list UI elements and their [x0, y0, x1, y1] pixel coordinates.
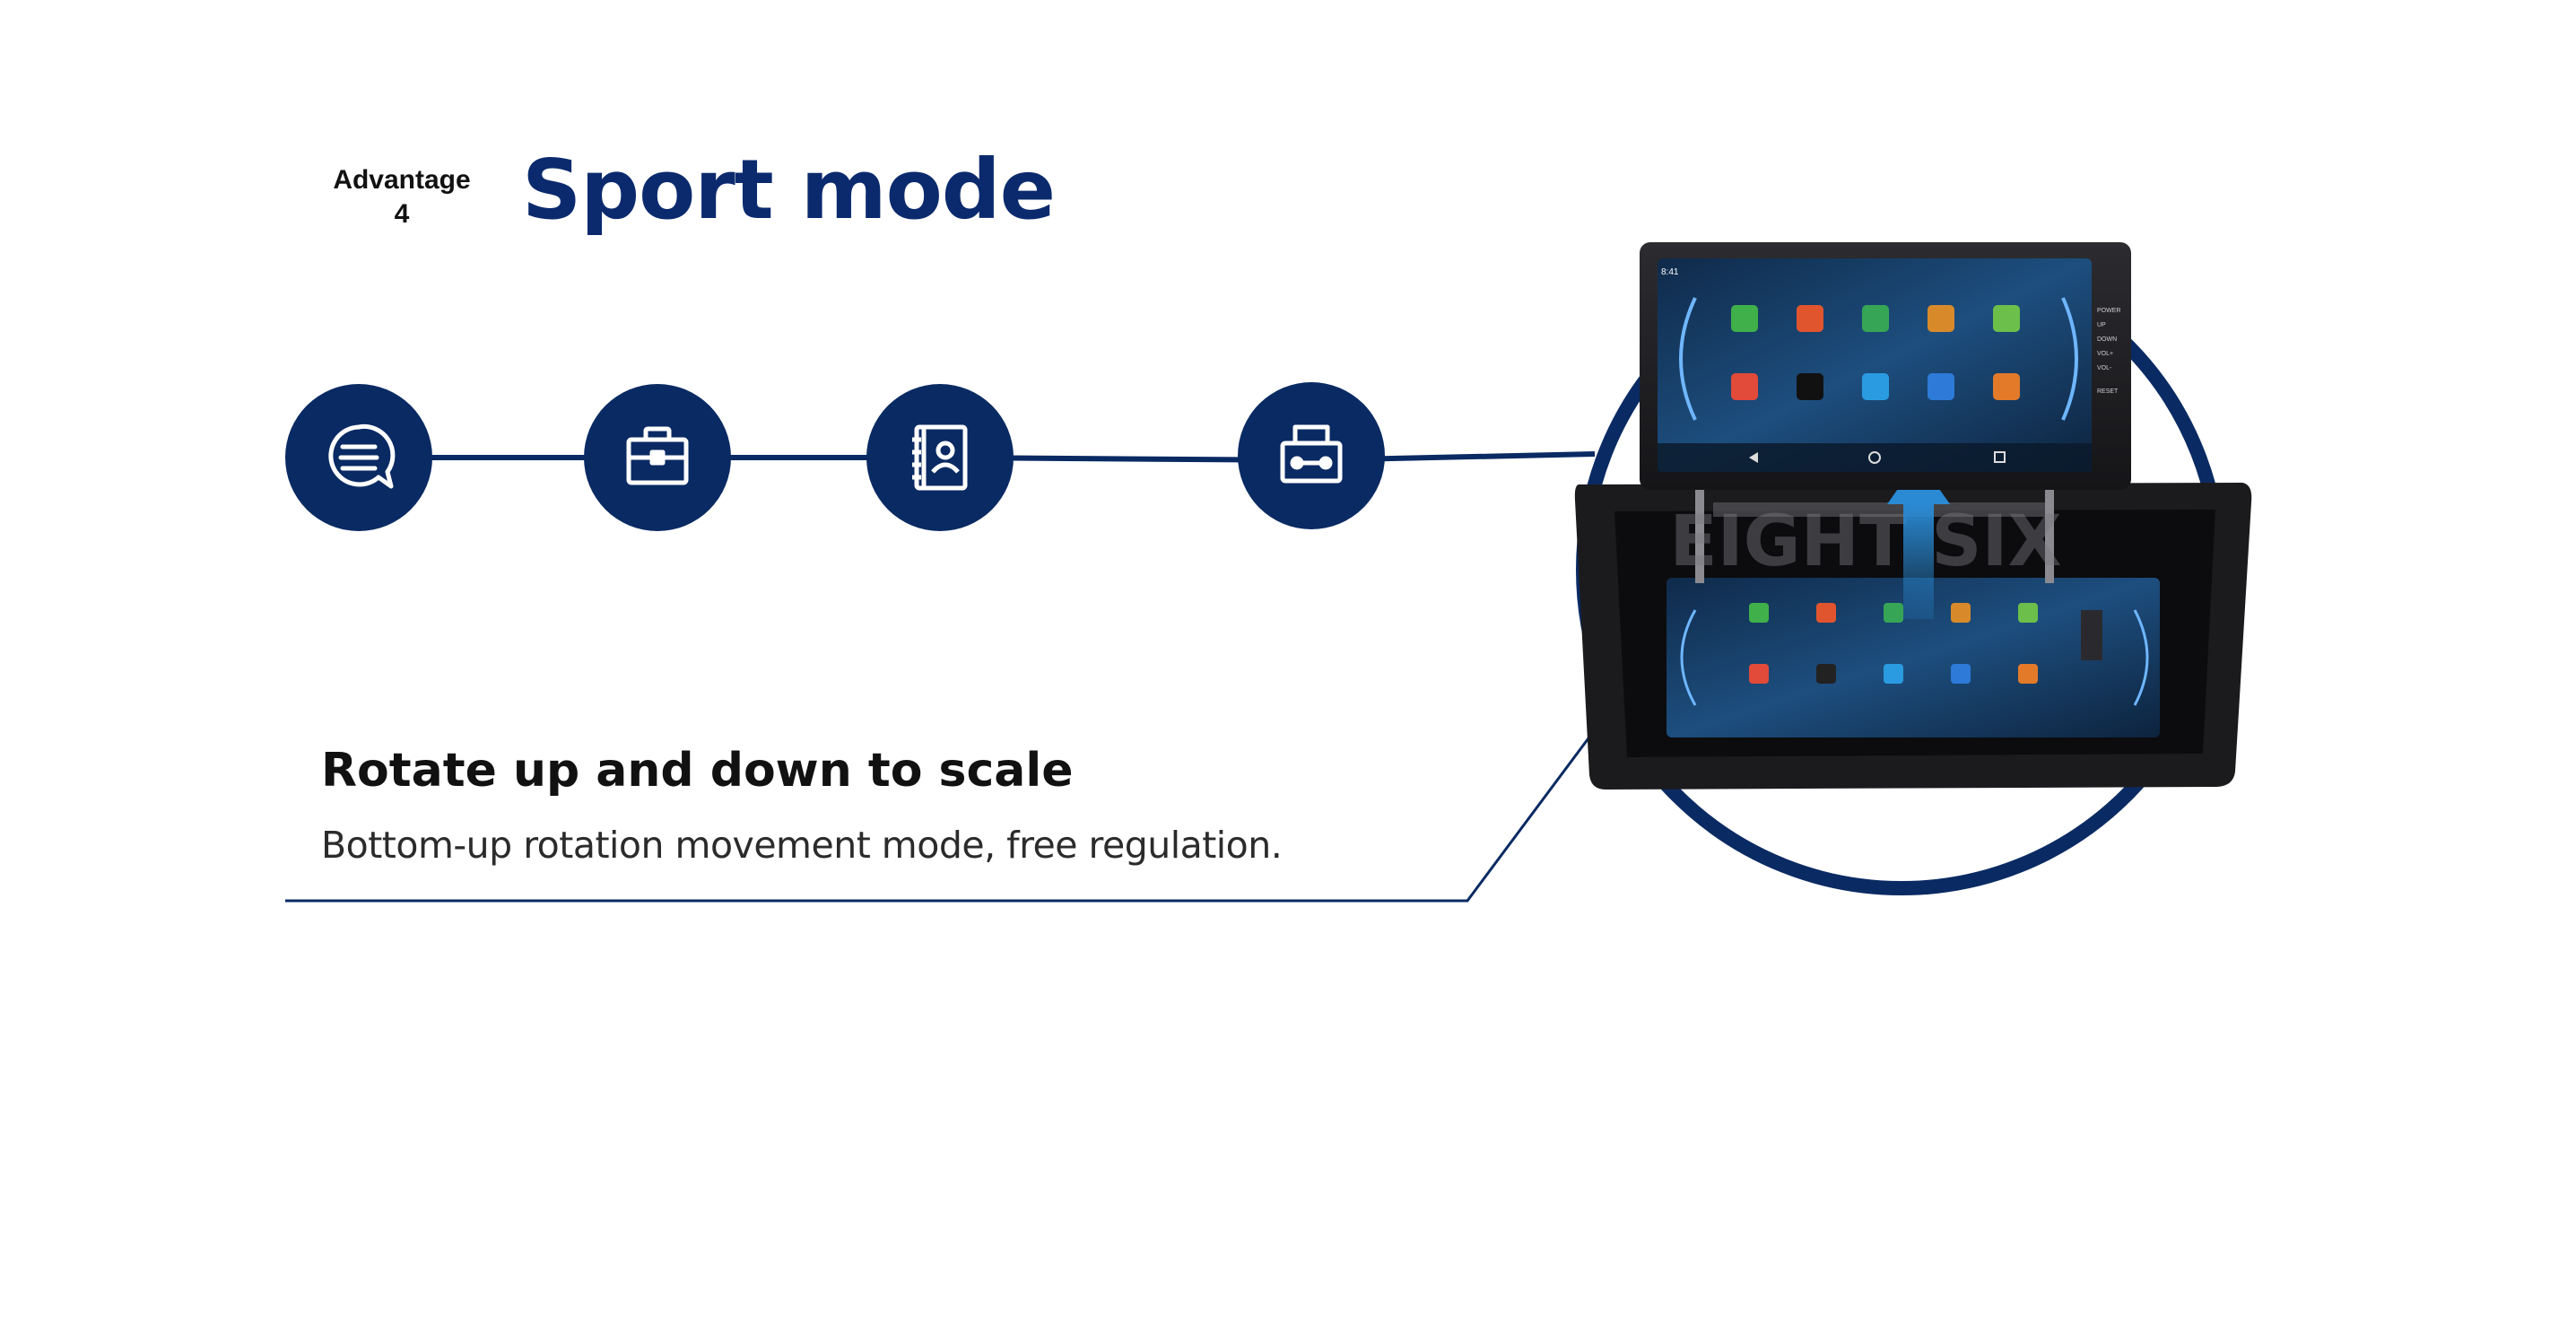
upper-display: 8:41 POWER UP DOWN	[1640, 242, 2131, 490]
product-image: EIGHT SIX 8:41	[1574, 242, 2252, 790]
svg-text:VOL+: VOL+	[2097, 351, 2113, 357]
svg-text:VOL-: VOL-	[2097, 365, 2112, 371]
printer-icon	[1280, 424, 1343, 484]
svg-text:DOWN: DOWN	[2097, 336, 2117, 343]
advantage-word: Advantage	[333, 165, 471, 195]
timeline-node-printer[interactable]	[1238, 382, 1385, 529]
lower-app-grid	[1749, 603, 2038, 684]
chat-icon	[328, 423, 396, 489]
contact-book-icon	[912, 424, 968, 491]
dash-frame	[1574, 483, 2252, 790]
side-button-labels: POWER UP DOWN VOL+ VOL- RESET	[2097, 308, 2120, 395]
timeline-node-contacts[interactable]	[866, 384, 1014, 531]
feature-description: Bottom-up rotation movement mode, free r…	[321, 824, 1283, 867]
advantage-number: 4	[394, 199, 410, 229]
timeline-node-chat[interactable]	[285, 384, 432, 531]
advantage-label: Advantage 4	[312, 163, 492, 231]
brand-watermark: EIGHT SIX	[1669, 502, 2061, 582]
svg-text:UP: UP	[2097, 322, 2106, 328]
svg-text:RESET: RESET	[2097, 388, 2119, 395]
briefcase-icon	[626, 426, 689, 485]
status-time: 8:41	[1661, 267, 1679, 277]
callout-line	[285, 717, 1606, 903]
feature-heading: Rotate up and down to scale	[321, 744, 1074, 798]
page-title: Sport mode	[522, 142, 1056, 238]
lift-mechanism: EIGHT SIX	[1669, 484, 2062, 583]
upper-app-grid	[1731, 305, 2020, 400]
svg-text:POWER: POWER	[2097, 308, 2120, 314]
timeline-node-briefcase[interactable]	[584, 384, 731, 531]
